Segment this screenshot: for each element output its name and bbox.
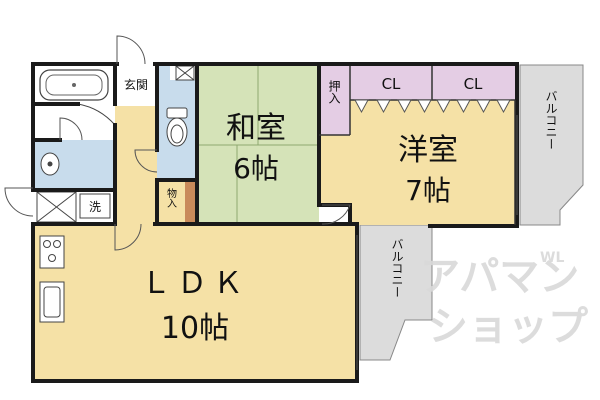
- oshiire-label: 押入: [327, 80, 341, 104]
- bathtub-drain-icon: [72, 83, 76, 87]
- washitsu-name: 和室: [226, 111, 286, 146]
- youshitsu-name: 洋室: [398, 133, 458, 168]
- balcony-middle-label: バルコニー: [390, 238, 404, 298]
- door-swings: [4, 35, 351, 251]
- ldk-room: [35, 224, 355, 380]
- tatami-lines: [197, 66, 319, 224]
- youshitsu-room: [319, 100, 515, 225]
- washer-label: 洗: [89, 200, 101, 214]
- kitchen-sink-icon: [39, 281, 65, 323]
- bathtub-inner-icon: [45, 74, 103, 96]
- watermark-line2: ショップ: [428, 304, 588, 350]
- watermark-small: WL: [540, 250, 564, 266]
- closet-1-label: CL: [382, 75, 401, 93]
- windows: [356, 115, 518, 370]
- oshiire: [319, 66, 350, 135]
- closet-door-marks: [354, 99, 511, 114]
- toilet-icon: [166, 107, 188, 147]
- genkan-label: 玄関: [124, 77, 148, 92]
- closet-2-label: CL: [464, 75, 483, 93]
- closet-1: [350, 66, 432, 100]
- youshitsu-size: 7帖: [405, 174, 451, 207]
- shoe-box-icon: [175, 65, 195, 81]
- wood-accent: [185, 180, 197, 224]
- corridor: [115, 106, 157, 224]
- monoire: [157, 180, 185, 224]
- genkan-area: [115, 66, 157, 106]
- monoire-label: 物入: [165, 187, 177, 208]
- balcony-right-label: バルコニー: [544, 90, 558, 150]
- balcony-right: [519, 64, 584, 226]
- closet-2: [432, 66, 515, 100]
- stove-icon: [39, 235, 65, 269]
- washbasin-tap-icon: [47, 161, 53, 167]
- watermark-line1: アパマン: [420, 254, 579, 300]
- washer-label-box: [79, 193, 111, 219]
- bath-curve: [77, 103, 116, 126]
- ldk-size: 10帖: [161, 311, 229, 346]
- washitsu-size: 6帖: [233, 152, 279, 185]
- ldk-name: ＬＤＫ: [141, 266, 249, 301]
